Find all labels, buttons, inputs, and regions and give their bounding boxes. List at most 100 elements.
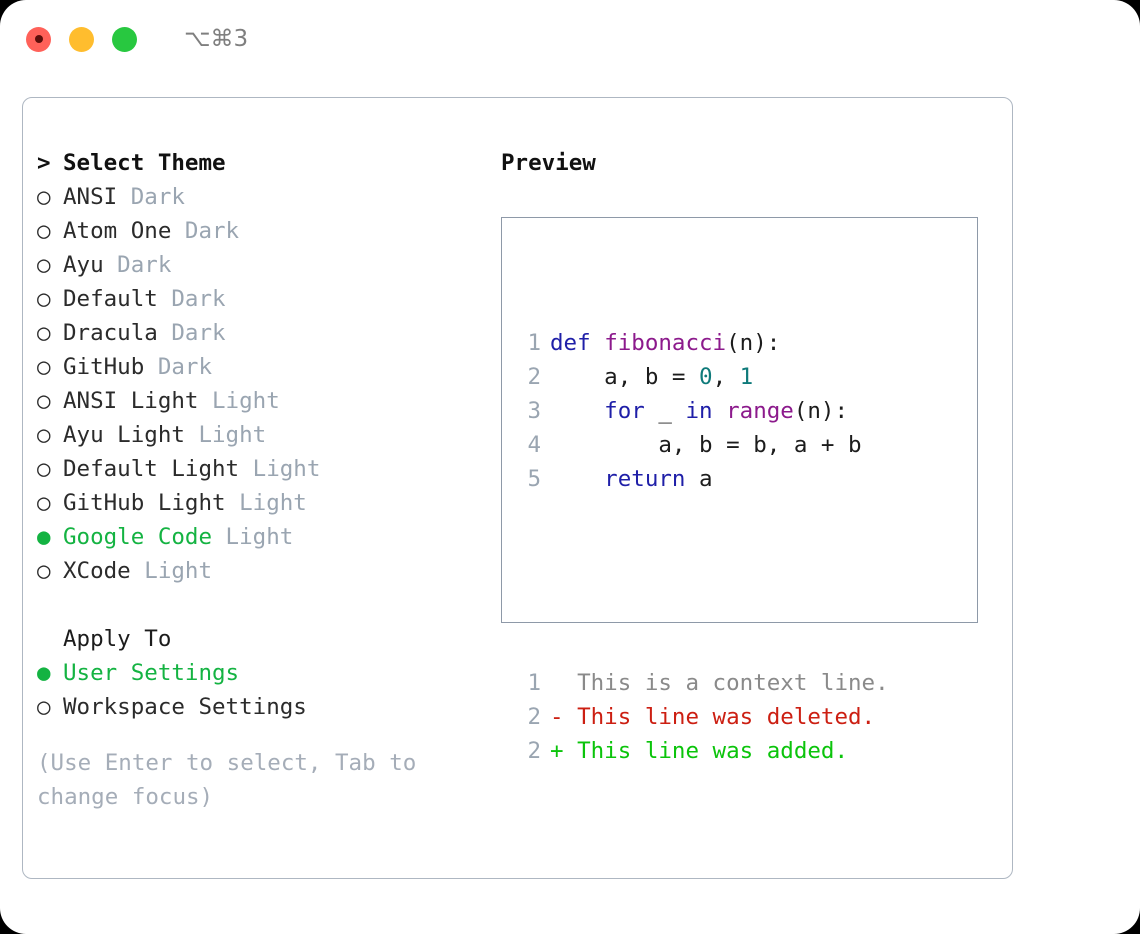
radio-selected-icon[interactable]: ● xyxy=(37,524,51,550)
theme-option-row[interactable]: ○ Ayu Light Light xyxy=(37,418,487,452)
apply-to-heading: ○Apply To xyxy=(37,622,487,656)
theme-option-row[interactable]: ○Ayu Dark xyxy=(37,248,487,282)
code-token: def xyxy=(550,330,605,356)
radio-unselected-icon[interactable]: ○ xyxy=(37,490,51,516)
window-shortcut-title: ⌥⌘3 xyxy=(184,26,249,52)
code-token: (n): xyxy=(726,330,781,356)
radio-unselected-icon[interactable]: ○ xyxy=(37,184,51,210)
theme-option-name: XCode xyxy=(63,558,131,584)
theme-option-name: Dracula xyxy=(63,320,158,346)
theme-option-category: Light xyxy=(212,524,294,550)
theme-option-category: Light xyxy=(184,422,267,448)
diff-line: 2+ This line was added. xyxy=(515,734,889,768)
radio-unselected-icon[interactable]: ○ xyxy=(37,320,51,346)
keyboard-hint-text: (Use Enter to select, Tab to change focu… xyxy=(37,750,430,810)
theme-option-category: Light xyxy=(130,558,213,584)
radio-unselected-icon[interactable]: ○ xyxy=(37,218,51,244)
diff-line-number: 2 xyxy=(527,704,541,730)
theme-option-name: Google Code xyxy=(63,524,213,550)
code-token: _ xyxy=(644,398,686,424)
theme-option-row[interactable]: ○ANSI Dark xyxy=(37,180,487,214)
diff-line-number: 2 xyxy=(527,738,541,764)
diff-line: 2 - This line was deleted. xyxy=(515,700,889,734)
theme-option-row[interactable]: ○ XCode Light xyxy=(37,554,487,588)
theme-picker-panel: >Select Theme ○ANSI Dark○Atom One Dark○A… xyxy=(22,97,1013,879)
prompt-caret-icon: > xyxy=(37,150,51,176)
theme-option-category: Dark xyxy=(103,252,172,278)
apply-to-options-list: ●User Settings○Workspace Settings xyxy=(37,656,487,724)
apply-to-option-row[interactable]: ●User Settings xyxy=(37,656,487,690)
preview-title: Preview xyxy=(501,150,596,176)
theme-option-category: Dark xyxy=(157,320,226,346)
code-line: 5 return a xyxy=(515,462,889,496)
theme-option-category: Dark xyxy=(144,354,213,380)
list-spacer xyxy=(37,588,487,622)
code-token xyxy=(713,398,727,424)
traffic-light-controls xyxy=(26,26,137,52)
code-line: 3 for _ in range(n): xyxy=(515,394,889,428)
code-token: (n): xyxy=(793,398,849,424)
code-token: range xyxy=(726,398,794,424)
radio-unselected-icon[interactable]: ○ xyxy=(37,558,51,584)
diff-line-number: 1 xyxy=(527,670,541,696)
code-line-number: 1 xyxy=(527,330,541,356)
theme-option-row[interactable]: ○ GitHub Dark xyxy=(37,350,487,384)
radio-unselected-icon[interactable]: ○ xyxy=(37,252,51,278)
theme-option-row[interactable]: ○ Dracula Dark xyxy=(37,316,487,350)
theme-option-category: Light xyxy=(225,490,307,516)
radio-selected-icon[interactable]: ● xyxy=(37,660,51,686)
theme-option-category: Dark xyxy=(117,184,185,210)
apply-to-blank-marker: ○ xyxy=(37,622,63,656)
theme-option-row[interactable]: ○ GitHub Light Light xyxy=(37,486,487,520)
theme-option-category: Dark xyxy=(171,218,240,244)
theme-option-name: GitHub Light xyxy=(63,490,226,516)
radio-unselected-icon[interactable]: ○ xyxy=(37,286,51,312)
radio-unselected-icon[interactable]: ○ xyxy=(37,694,51,720)
theme-option-name: Ayu Light xyxy=(63,422,185,448)
code-token: 0 xyxy=(699,364,713,390)
code-line-number: 5 xyxy=(527,466,541,492)
theme-options-list: ○ANSI Dark○Atom One Dark○Ayu Dark○Defaul… xyxy=(37,180,487,588)
theme-option-name: Default Light xyxy=(63,456,240,482)
code-line: 2 a, b = 0, 1 xyxy=(515,360,889,394)
theme-option-name: Default xyxy=(63,286,158,312)
diff-line-text: - This line was deleted. xyxy=(550,704,876,730)
code-token: a, b = b, a + b xyxy=(550,432,862,458)
theme-option-row[interactable]: ○ Default Light Light xyxy=(37,452,487,486)
apply-to-option-row[interactable]: ○Workspace Settings xyxy=(37,690,487,724)
theme-option-category: Light xyxy=(239,456,321,482)
maximize-button-icon[interactable] xyxy=(112,26,137,52)
theme-option-category: Light xyxy=(198,388,280,414)
code-line-number: 4 xyxy=(527,432,541,458)
theme-list-column: >Select Theme ○ANSI Dark○Atom One Dark○A… xyxy=(37,146,487,814)
radio-unselected-icon[interactable]: ○ xyxy=(37,422,51,448)
code-token: a xyxy=(685,466,713,492)
theme-option-row[interactable]: ○Default Dark xyxy=(37,282,487,316)
theme-option-row[interactable]: ● Google Code Light xyxy=(37,520,487,554)
diff-sample-lines: 1 This is a context line. 2 - This line wa… xyxy=(515,666,889,768)
code-line-number: 2 xyxy=(527,364,541,390)
code-token: 1 xyxy=(739,364,754,390)
theme-option-name: Atom One xyxy=(63,218,172,244)
code-diff-separator xyxy=(515,564,889,598)
theme-option-name: GitHub xyxy=(63,354,145,380)
minimize-button-icon[interactable] xyxy=(69,26,94,52)
code-line: 1 def fibonacci(n): xyxy=(515,326,889,360)
radio-unselected-icon[interactable]: ○ xyxy=(37,456,51,482)
diff-line: 1 This is a context line. xyxy=(515,666,888,700)
theme-option-row[interactable]: ○ ANSI Light Light xyxy=(37,384,487,418)
radio-unselected-icon[interactable]: ○ xyxy=(37,388,51,414)
theme-option-row[interactable]: ○ Atom One Dark xyxy=(37,214,487,248)
close-button-icon[interactable] xyxy=(26,26,51,52)
code-token: fibonacci xyxy=(604,330,727,356)
radio-unselected-icon[interactable]: ○ xyxy=(37,354,51,380)
code-token: in xyxy=(685,398,713,424)
code-token: , xyxy=(712,364,740,390)
code-line-number: 3 xyxy=(527,398,541,424)
theme-option-name: ANSI Light xyxy=(63,388,199,414)
code-token: return xyxy=(550,466,686,492)
code-token: for xyxy=(550,398,645,424)
